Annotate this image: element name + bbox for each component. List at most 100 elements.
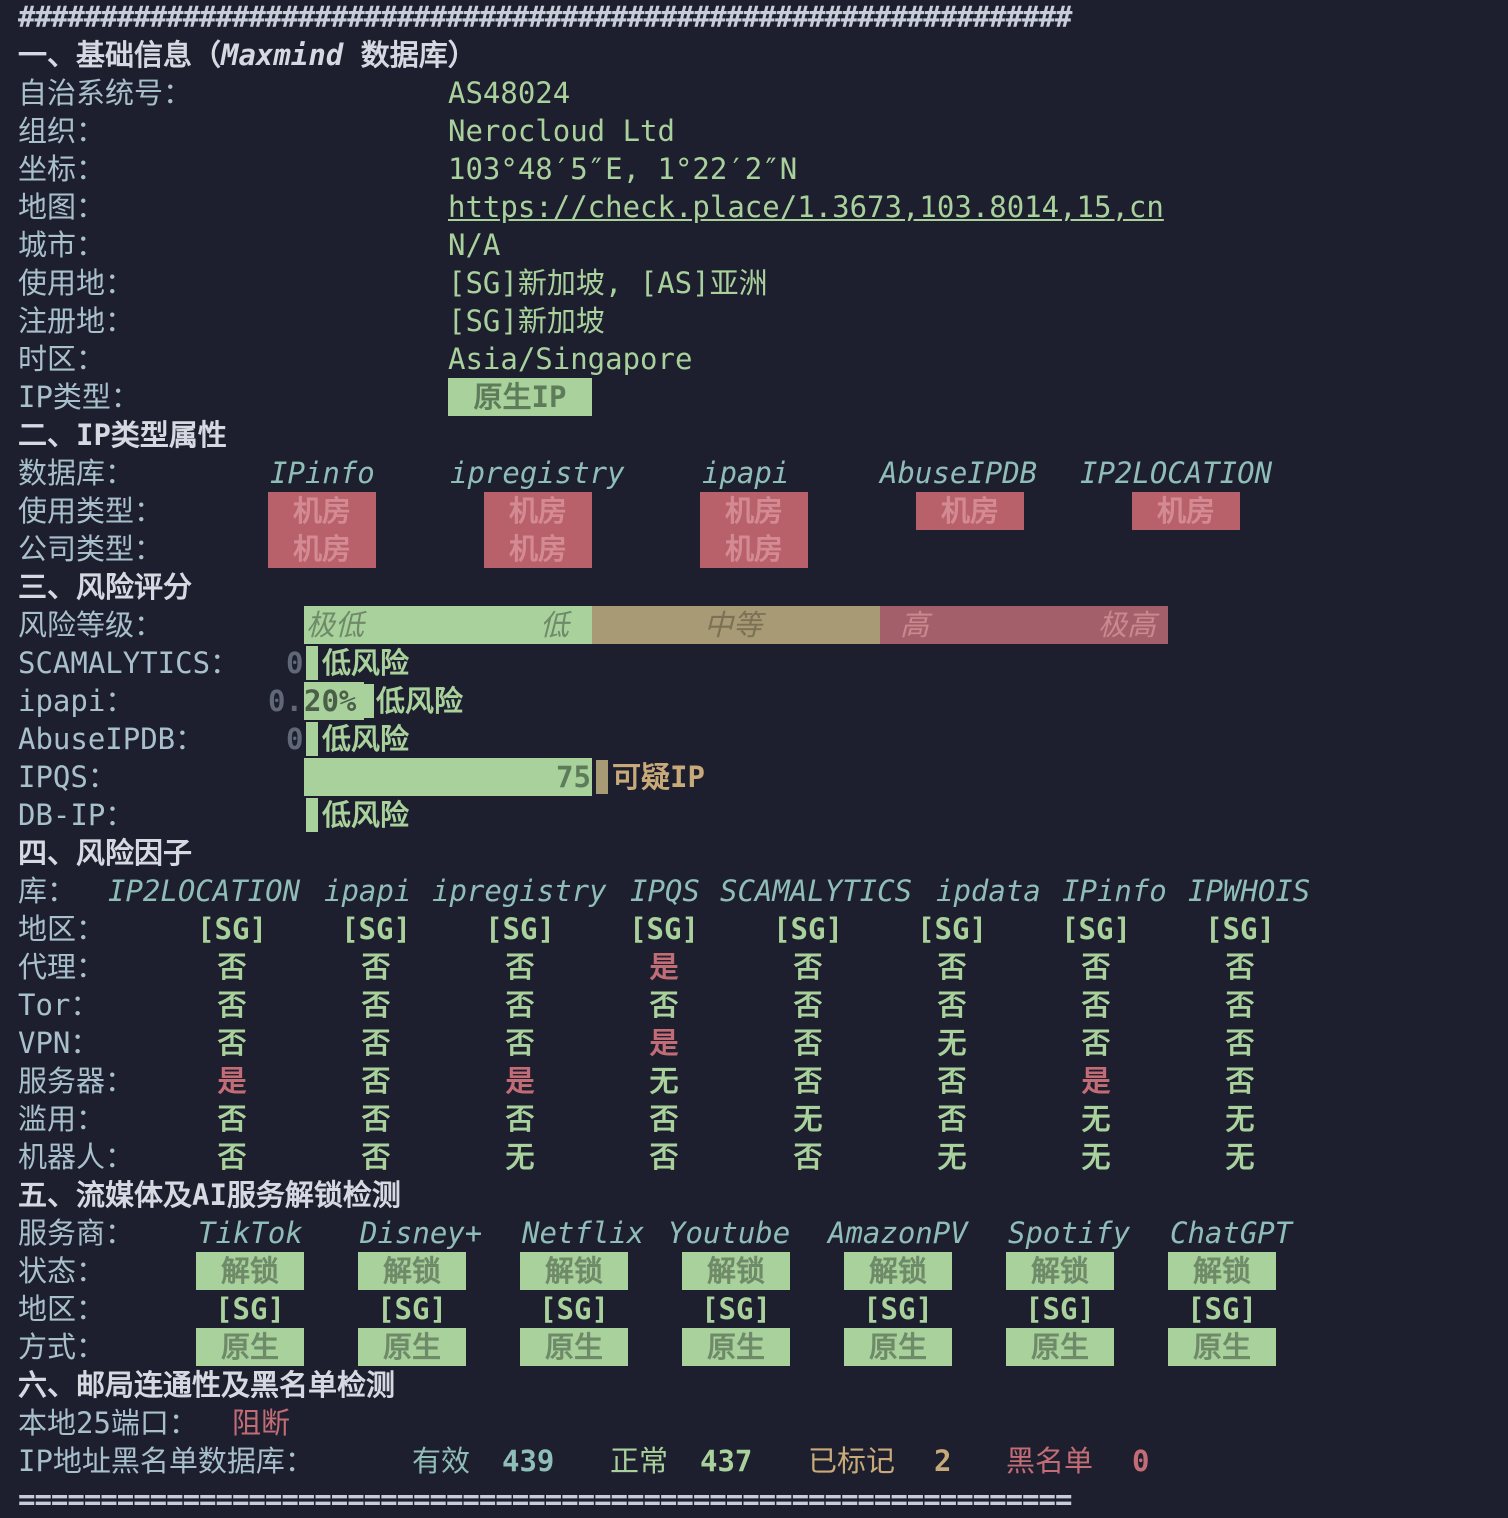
abuseipdb-bar xyxy=(306,722,318,756)
lib-label: 库： xyxy=(18,874,77,908)
risk-level-label: 风险等级： xyxy=(18,608,164,642)
factor-cell-region-6: [SG] xyxy=(1061,912,1131,946)
factor-label-vpn: VPN： xyxy=(18,1026,100,1060)
usage-badge-abuseipdb: 机房 xyxy=(916,492,1024,530)
lib-ipwhois: IPWHOIS xyxy=(1188,874,1311,908)
status-spotify: 解锁 xyxy=(1006,1252,1114,1290)
dbip-bar xyxy=(306,798,318,832)
svc-netflix: Netflix xyxy=(522,1216,645,1250)
factor-cell-bot-4: 否 xyxy=(793,1140,823,1174)
risk-level-high: 高 xyxy=(900,608,930,642)
usage-badge-ipapi: 机房 xyxy=(700,492,808,530)
factor-cell-region-2: [SG] xyxy=(485,912,555,946)
region-amazonpv: [SG] xyxy=(863,1292,933,1326)
factor-cell-server-2: 是 xyxy=(505,1064,535,1098)
city-value: N/A xyxy=(448,228,501,262)
ipqs-marker xyxy=(596,760,608,794)
factor-cell-tor-5: 否 xyxy=(937,988,967,1022)
usage-badge-ipinfo: 机房 xyxy=(268,492,376,530)
status-chatgpt: 解锁 xyxy=(1168,1252,1276,1290)
region-netflix: [SG] xyxy=(539,1292,609,1326)
port25-label: 本地25端口： xyxy=(18,1406,198,1440)
factor-cell-bot-0: 否 xyxy=(217,1140,247,1174)
mode-chatgpt: 原生 xyxy=(1168,1328,1276,1366)
db-ipapi: ipapi xyxy=(702,456,790,490)
bottom-rule: ========================================… xyxy=(18,1482,1072,1516)
factor-cell-bot-5: 无 xyxy=(937,1140,967,1174)
db-ip2location: IP2LOCATION xyxy=(1080,456,1273,490)
factor-cell-server-4: 否 xyxy=(793,1064,823,1098)
usage-place-value: [SG]新加坡, [AS]亚洲 xyxy=(448,266,768,300)
factor-cell-bot-3: 否 xyxy=(649,1140,679,1174)
ipqs-score: 75 xyxy=(556,760,591,794)
factor-cell-proxy-7: 否 xyxy=(1225,950,1255,984)
factor-cell-proxy-1: 否 xyxy=(361,950,391,984)
factor-cell-server-6: 是 xyxy=(1081,1064,1111,1098)
scamalytics-score: 0 xyxy=(286,646,304,680)
factor-label-proxy: 代理： xyxy=(18,950,106,984)
factor-cell-abuse-7: 无 xyxy=(1225,1102,1255,1136)
bl-normal-label: 正常 xyxy=(610,1444,669,1478)
mode-disney: 原生 xyxy=(358,1328,466,1366)
section2-title: 二、IP类型属性 xyxy=(18,418,227,452)
risk-seg-low xyxy=(304,606,592,644)
factor-cell-abuse-3: 否 xyxy=(649,1102,679,1136)
factor-label-region: 地区： xyxy=(18,912,106,946)
ipapi-score-int: 0. xyxy=(268,684,303,718)
map-link[interactable]: https://check.place/1.3673,103.8014,15,c… xyxy=(448,190,1164,224)
blacklist-label: IP地址黑名单数据库： xyxy=(18,1444,314,1478)
top-rule: ########################################… xyxy=(18,0,1072,34)
factor-cell-region-7: [SG] xyxy=(1205,912,1275,946)
lib-ipinfo: IPinfo xyxy=(1062,874,1167,908)
factor-cell-vpn-4: 否 xyxy=(793,1026,823,1060)
mode-youtube: 原生 xyxy=(682,1328,790,1366)
port25-value: 阻断 xyxy=(232,1406,291,1440)
ipqs-bar xyxy=(304,758,592,796)
section1-title-end: 数据库） xyxy=(343,38,477,72)
factor-cell-region-0: [SG] xyxy=(197,912,267,946)
risk-level-low: 低 xyxy=(540,608,570,642)
dbip-label: DB-IP： xyxy=(18,798,135,832)
iptype-label: IP类型： xyxy=(18,380,140,414)
factor-cell-tor-3: 否 xyxy=(649,988,679,1022)
factor-label-server: 服务器： xyxy=(18,1064,135,1098)
db-ipinfo: IPinfo xyxy=(270,456,375,490)
risk-level-very-high: 极高 xyxy=(1098,608,1157,642)
usage-badge-ipregistry: 机房 xyxy=(484,492,592,530)
region-spotify: [SG] xyxy=(1025,1292,1095,1326)
factor-cell-tor-6: 否 xyxy=(1081,988,1111,1022)
factor-cell-proxy-4: 否 xyxy=(793,950,823,984)
factor-cell-proxy-6: 否 xyxy=(1081,950,1111,984)
svc-disney: Disney+ xyxy=(360,1216,483,1250)
region-disney: [SG] xyxy=(377,1292,447,1326)
company-badge-ipregistry: 机房 xyxy=(484,530,592,568)
usage-badge-ip2location: 机房 xyxy=(1132,492,1240,530)
bl-black-count: 0 xyxy=(1132,1444,1150,1478)
region-tiktok: [SG] xyxy=(215,1292,285,1326)
ipapi-risk-label: ipapi： xyxy=(18,684,135,718)
factor-cell-abuse-6: 无 xyxy=(1081,1102,1111,1136)
section5-title: 五、流媒体及AI服务解锁检测 xyxy=(18,1178,401,1212)
scamalytics-result: 低风险 xyxy=(322,646,410,680)
factor-cell-vpn-7: 否 xyxy=(1225,1026,1255,1060)
status-label: 状态： xyxy=(18,1254,106,1288)
status-amazonpv: 解锁 xyxy=(844,1252,952,1290)
factor-label-bot: 机器人： xyxy=(18,1140,135,1174)
factor-cell-tor-4: 否 xyxy=(793,988,823,1022)
factor-cell-vpn-5: 无 xyxy=(937,1026,967,1060)
factor-cell-vpn-3: 是 xyxy=(649,1026,679,1060)
bl-marked-label: 已标记 xyxy=(808,1444,896,1478)
org-label: 组织： xyxy=(18,114,106,148)
abuseipdb-label: AbuseIPDB： xyxy=(18,722,205,756)
svc-youtube: Youtube xyxy=(668,1216,791,1250)
status-disney: 解锁 xyxy=(358,1252,466,1290)
timezone-value: Asia/Singapore xyxy=(448,342,693,376)
bl-valid-label: 有效 xyxy=(412,1444,471,1478)
section4-title: 四、风险因子 xyxy=(18,836,193,870)
factor-cell-vpn-1: 否 xyxy=(361,1026,391,1060)
lib-ipdata: ipdata xyxy=(936,874,1041,908)
mode-label: 方式： xyxy=(18,1330,106,1364)
scamalytics-label: SCAMALYTICS： xyxy=(18,646,240,680)
factor-cell-proxy-2: 否 xyxy=(505,950,535,984)
risk-level-medium: 中等 xyxy=(704,608,763,642)
